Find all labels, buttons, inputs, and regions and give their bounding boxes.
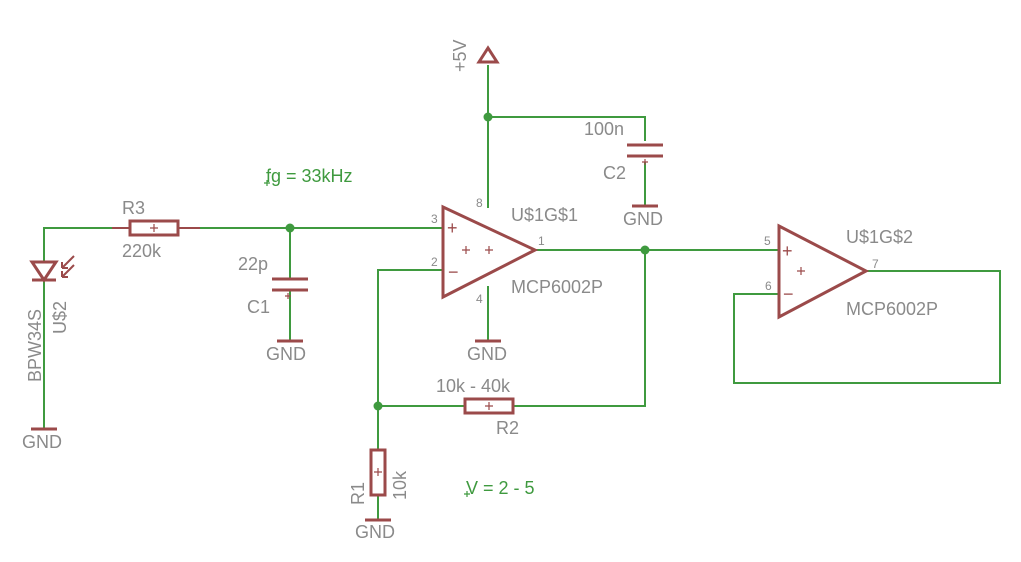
wire-diode-top bbox=[43, 227, 113, 261]
opamp1-pin-vdd: 8 bbox=[476, 196, 483, 210]
c2-name: C2 bbox=[603, 163, 626, 183]
capacitor-c1: 22p C1 bbox=[238, 254, 308, 317]
resistor-body-icon bbox=[369, 448, 387, 497]
note-origin-icon bbox=[464, 491, 470, 497]
resistor-r2: 10k - 40k R2 bbox=[436, 376, 519, 438]
supply-symbol: +5V bbox=[450, 39, 500, 72]
supply-arrow-icon bbox=[476, 45, 500, 64]
r2-value: 10k - 40k bbox=[436, 376, 511, 396]
opamp2-pin-in-minus: 6 bbox=[765, 279, 772, 293]
opamp-u1g2: + − 5 6 7 U$1G$2 MCP6002P bbox=[764, 223, 938, 320]
r2-name: R2 bbox=[496, 418, 519, 438]
resistor-mark-icon bbox=[150, 224, 158, 232]
ground-label: GND bbox=[355, 522, 395, 542]
capacitor-c2: 100n C2 bbox=[584, 119, 663, 183]
ground-c2: GND bbox=[623, 204, 663, 229]
opamp1-plus-sign: + bbox=[447, 218, 458, 238]
opamp2-value: MCP6002P bbox=[846, 299, 938, 319]
junction-c1 bbox=[285, 223, 295, 233]
wire-r2-right bbox=[512, 249, 646, 407]
opamp-triangle-icon bbox=[777, 223, 870, 320]
opamp1-value: MCP6002P bbox=[511, 277, 603, 297]
opamp-u1g1: + − 3 2 1 8 4 U$1G$1 MCP6002P bbox=[431, 196, 603, 306]
ground-label: GND bbox=[266, 344, 306, 364]
capacitor-mark-icon bbox=[285, 293, 291, 299]
opamp1-pin-out: 1 bbox=[538, 234, 545, 248]
opamp2-pin-in-plus: 5 bbox=[764, 234, 771, 248]
wire-supply-to-c2 bbox=[487, 116, 646, 141]
light-arrow-icon bbox=[61, 264, 75, 278]
opamp2-minus-sign: − bbox=[783, 284, 794, 304]
junction-feedback bbox=[373, 401, 383, 411]
photodiode-name: U$2 bbox=[50, 301, 70, 334]
photodiode-value: BPW34S bbox=[25, 309, 45, 382]
c1-value: 22p bbox=[238, 254, 268, 274]
supply-label: +5V bbox=[450, 39, 470, 72]
opamp-triangle-icon bbox=[441, 204, 539, 300]
resistor-r1: R1 10k bbox=[348, 448, 410, 505]
ground-diode: GND bbox=[22, 427, 62, 452]
diode-triangle-icon bbox=[29, 260, 59, 283]
ground-label: GND bbox=[623, 209, 663, 229]
opamp1-minus-sign: − bbox=[448, 262, 459, 282]
opamp1-name: U$1G$1 bbox=[511, 205, 578, 225]
r1-value: 10k bbox=[390, 470, 410, 500]
r3-value: 220k bbox=[122, 241, 162, 261]
opamp1-pin-in-plus: 3 bbox=[431, 212, 438, 226]
ground-label: GND bbox=[22, 432, 62, 452]
opamp1-pin-vss: 4 bbox=[476, 292, 483, 306]
ground-c1: GND bbox=[266, 339, 306, 364]
opamp2-plus-sign: + bbox=[782, 241, 793, 261]
r1-name: R1 bbox=[348, 482, 368, 505]
junction-supply bbox=[483, 112, 493, 122]
note-cutoff: fg = 33kHz bbox=[264, 166, 353, 186]
opamp-mark-icon bbox=[485, 246, 493, 254]
wire-opamp1-minus bbox=[377, 269, 442, 451]
opamp-mark-icon bbox=[462, 246, 470, 254]
capacitor-mark-icon bbox=[642, 159, 648, 165]
ground-opamp1: GND bbox=[467, 339, 507, 364]
resistor-body-icon bbox=[463, 397, 515, 415]
light-arrow-icon bbox=[61, 255, 75, 269]
junction-output bbox=[640, 245, 650, 255]
ground-label: GND bbox=[467, 344, 507, 364]
opamp-mark-icon bbox=[797, 267, 805, 275]
resistor-mark-icon bbox=[485, 402, 493, 410]
c1-name: C1 bbox=[247, 297, 270, 317]
resistor-mark-icon bbox=[374, 468, 382, 476]
photodiode-u2: BPW34S U$2 bbox=[25, 255, 75, 382]
note-gain-text: V = 2 - 5 bbox=[466, 478, 535, 498]
note-cutoff-text: fg = 33kHz bbox=[266, 166, 353, 186]
opamp2-name: U$1G$2 bbox=[846, 227, 913, 247]
ground-r1: GND bbox=[355, 518, 395, 542]
c2-value: 100n bbox=[584, 119, 624, 139]
opamp1-pin-in-minus: 2 bbox=[431, 255, 438, 269]
wire-opamp2-feedback bbox=[733, 270, 1001, 384]
note-origin-icon bbox=[264, 180, 270, 186]
opamp2-pin-out: 7 bbox=[872, 257, 879, 271]
resistor-r3: R3 220k bbox=[112, 198, 200, 261]
wires bbox=[43, 65, 1001, 521]
r3-name: R3 bbox=[122, 198, 145, 218]
note-gain: V = 2 - 5 bbox=[464, 478, 535, 498]
